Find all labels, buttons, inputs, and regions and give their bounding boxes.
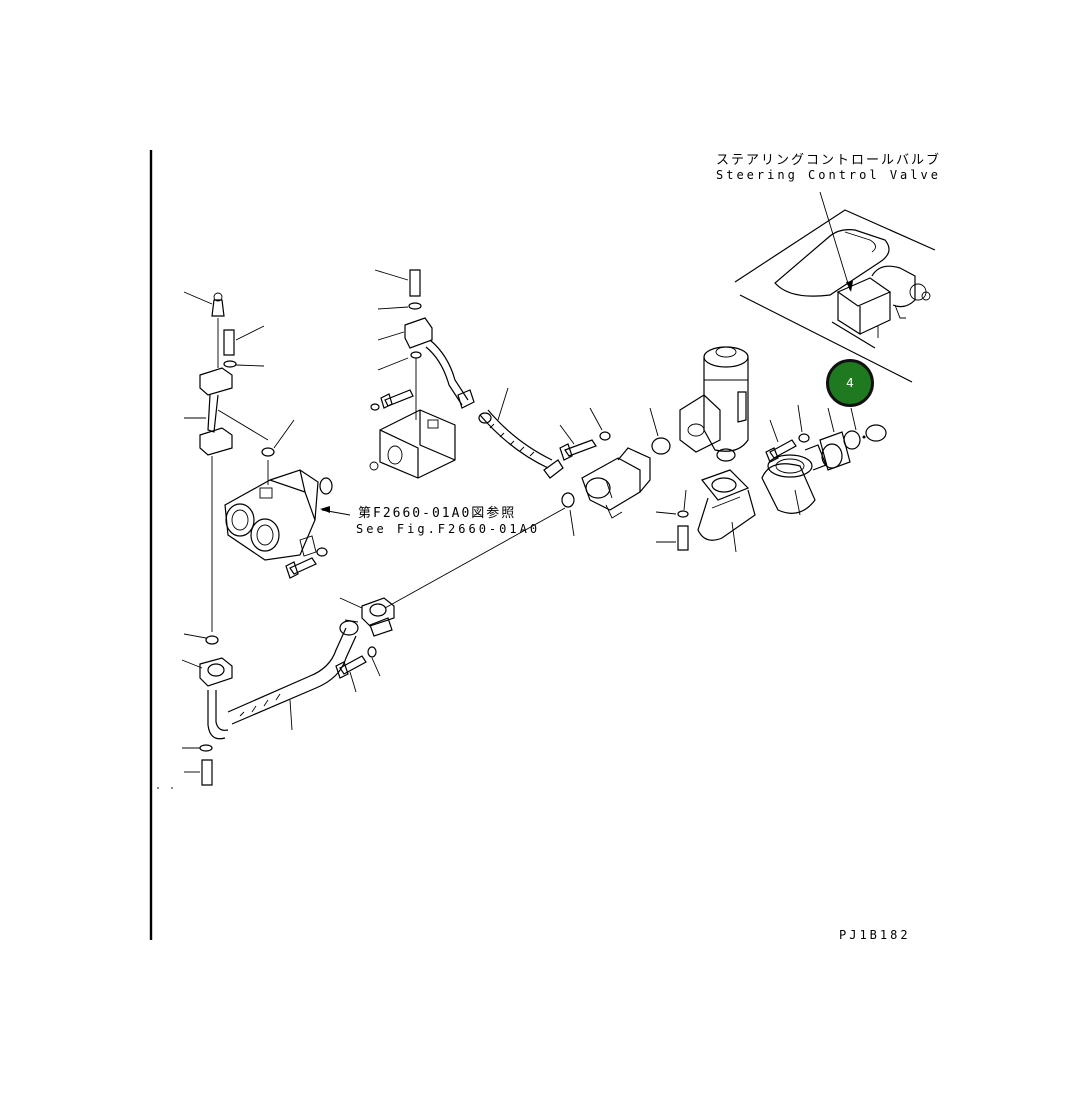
callout-leader [850, 407, 857, 431]
assembly-line [384, 507, 566, 609]
drawing-number: PJ1B182 [839, 928, 911, 942]
reference-label-jp: 第F2660-01A0図参照 [358, 506, 517, 521]
upper-pump-group [369, 269, 564, 479]
lower-hose-group [227, 597, 395, 731]
valve-label-jp: ステアリングコントロールバルブ [716, 153, 942, 168]
middle-elbow-group [559, 407, 671, 537]
callout-number: 4 [846, 376, 854, 390]
reference-label-en: See Fig.F2660-01A0 [356, 522, 541, 536]
strainer-housing [655, 346, 756, 553]
left-pipe-group [181, 291, 269, 786]
flange-group-right [761, 404, 887, 516]
main-pump-group [224, 419, 351, 579]
steering-control-valve-drawing [734, 191, 936, 383]
part-callout-4[interactable]: 4 [826, 359, 874, 407]
valve-label-en: Steering Control Valve [716, 168, 941, 182]
